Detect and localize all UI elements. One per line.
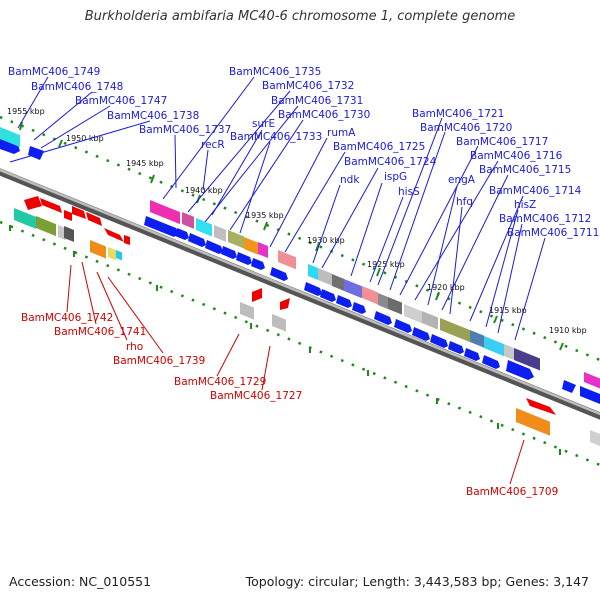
reverse-gene-arrow — [24, 196, 42, 210]
gene-label: BamMC406_1715 — [479, 164, 571, 176]
diagram-title: Burkholderia ambifaria MC40-6 chromosome… — [84, 9, 516, 24]
gene-label: BamMC406_1720 — [420, 122, 512, 134]
gene-label: BamMC406_1721 — [412, 108, 504, 120]
reverse-gene-arrow — [40, 198, 62, 213]
top-gene-labels: BamMC406_1749 BamMC406_1748 BamMC406_174… — [8, 66, 599, 239]
forward-gene-arrow — [270, 267, 288, 281]
gene-label: BamMC406_1711 — [507, 227, 599, 239]
gene-label: hisZ — [514, 199, 536, 211]
forward-gene-arrow — [394, 319, 412, 333]
gene-label: BamMC406_1709 — [466, 486, 558, 498]
forward-gene-arrow — [304, 282, 322, 296]
gene-label: BamMC406_1716 — [470, 150, 563, 162]
forward-gene-arrow — [221, 246, 237, 259]
gene-label: BamMC406_1738 — [107, 110, 199, 122]
scale-label: 1940 kbp — [185, 186, 223, 195]
reverse-gene-arrow — [252, 288, 262, 302]
reverse-strand-genes — [24, 196, 556, 415]
scale-label: 1950 kbp — [66, 134, 104, 143]
forward-gene-arrow — [0, 139, 20, 154]
forward-gene-arrow — [320, 289, 336, 302]
feature-boxes-upper — [0, 127, 600, 389]
gene-label: BamMC406_1737 — [139, 124, 231, 136]
gene-label: BamMC406_1735 — [229, 66, 321, 78]
forward-gene-arrow — [506, 360, 534, 380]
gene-label: BamMC406_1742 — [21, 312, 113, 324]
gene-label: hfq — [456, 196, 473, 208]
bottom-gene-labels: BamMC406_1742 BamMC406_1741 rho BamMC406… — [21, 312, 558, 498]
gene-label: BamMC406_1712 — [499, 213, 591, 225]
reverse-gene-arrow — [526, 398, 556, 415]
bottom-leader-lines — [66, 261, 525, 485]
reverse-gene-arrow — [104, 228, 124, 242]
forward-gene-arrow — [448, 341, 464, 354]
scale-label: 1910 kbp — [549, 326, 587, 335]
gene-label: ndk — [340, 174, 360, 186]
gene-label: BamMC406_1727 — [210, 390, 302, 402]
reverse-gene-arrow — [124, 235, 130, 245]
gene-label: BamMC406_1732 — [262, 80, 354, 92]
major-ticks-bottom — [9, 225, 561, 455]
reverse-gene-arrow — [280, 298, 290, 310]
forward-gene-arrow — [352, 302, 366, 314]
topology-text: Topology: circular; Length: 3,443,583 bp… — [245, 574, 589, 589]
chromosome-backbone — [0, 168, 600, 420]
gene-label: BamMC406_1717 — [456, 136, 548, 148]
gene-label: BamMC406_1724 — [344, 156, 437, 168]
forward-gene-arrow — [28, 146, 44, 160]
scale-label: 1955 kbp — [7, 107, 45, 116]
gene-label: BamMC406_1714 — [489, 185, 582, 197]
forward-gene-arrow — [464, 348, 480, 361]
forward-gene-arrow — [336, 295, 352, 308]
scale-label: 1915 kbp — [489, 306, 527, 315]
gene-label: BamMC406_1739 — [113, 355, 205, 367]
scale-track-top — [0, 115, 600, 362]
scale-label: 1945 kbp — [126, 159, 164, 168]
forward-gene-arrow — [412, 327, 430, 341]
gene-label: BamMC406_1748 — [31, 81, 123, 93]
gene-label: BamMC406_1725 — [333, 141, 425, 153]
gene-label: hisS — [398, 186, 420, 198]
gene-label: ispG — [384, 171, 407, 183]
forward-gene-arrow — [562, 380, 576, 393]
gene-label: BamMC406_1729 — [174, 376, 266, 388]
reverse-gene-arrow — [86, 212, 102, 226]
gene-label: BamMC406_1731 — [271, 95, 363, 107]
gene-label: BamMC406_1730 — [278, 109, 370, 121]
scale-track-bottom — [0, 220, 600, 467]
forward-gene-arrow — [251, 258, 265, 270]
reverse-gene-arrow — [72, 206, 86, 219]
forward-gene-arrow — [430, 334, 448, 348]
forward-gene-arrow — [188, 233, 206, 247]
forward-strand-genes — [0, 139, 600, 404]
forward-gene-arrow — [144, 216, 178, 237]
scale-label: 1935 kbp — [246, 211, 284, 220]
gene-label: engA — [448, 174, 476, 186]
forward-gene-arrow — [374, 311, 392, 325]
scale-label: 1930 kbp — [307, 236, 345, 245]
forward-gene-arrow — [580, 386, 600, 404]
gene-label: surE — [252, 118, 275, 130]
gene-label: rho — [126, 341, 143, 353]
forward-gene-arrow — [205, 240, 223, 254]
gene-label: BamMC406_1741 — [54, 326, 146, 338]
gene-label: BamMC406_1733 — [230, 131, 322, 143]
accession-text: Accession: NC_010551 — [9, 574, 152, 589]
gene-label: rumA — [327, 127, 356, 139]
scale-label: 1920 kbp — [427, 283, 465, 292]
feature-boxes-lower — [14, 208, 600, 447]
forward-gene-arrow — [236, 252, 252, 265]
forward-gene-arrow — [175, 228, 189, 240]
gene-label: BamMC406_1747 — [75, 95, 167, 107]
forward-gene-arrow — [482, 355, 500, 369]
gene-label: recR — [201, 139, 225, 151]
reverse-gene-arrow — [64, 210, 72, 221]
gene-label: BamMC406_1749 — [8, 66, 100, 78]
